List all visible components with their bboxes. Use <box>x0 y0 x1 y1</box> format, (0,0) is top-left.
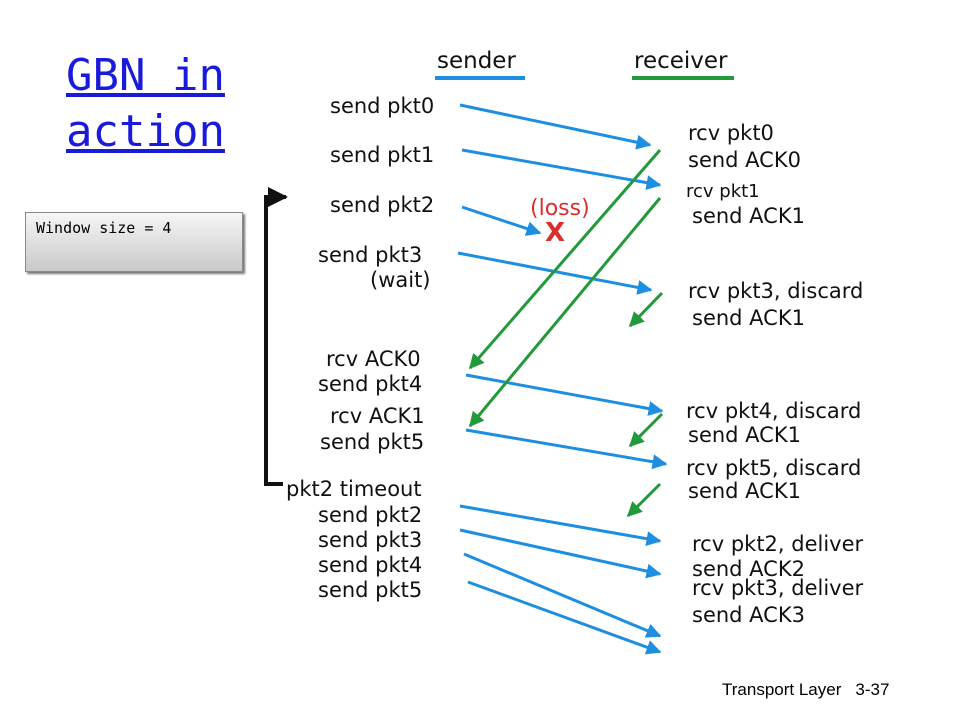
sender-rcv-ack0: rcv ACK0 <box>326 347 421 371</box>
receiver-send-ack1-c: send ACK1 <box>688 423 801 447</box>
pkt5-resend-arrow <box>467 580 662 655</box>
receiver-rcv-pkt1: rcv pkt1 <box>686 181 760 202</box>
sender-pkt2-timeout: pkt2 timeout <box>286 477 422 501</box>
loss-x-mark: X <box>545 218 565 248</box>
ack1-dup-arrow-2 <box>628 412 664 448</box>
sender-resend-pkt5: send pkt5 <box>318 578 422 602</box>
receiver-rcv-pkt0: rcv pkt0 <box>688 121 774 145</box>
sender-send-pkt5: send pkt5 <box>320 430 424 454</box>
receiver-rcv-pkt5-discard: rcv pkt5, discard <box>686 456 861 480</box>
receiver-send-ack1-d: send ACK1 <box>688 479 801 503</box>
receiver-rcv-pkt3-deliver: rcv pkt3, deliver <box>692 576 864 600</box>
sender-resend-pkt2: send pkt2 <box>318 503 422 527</box>
receiver-send-ack2: send ACK2 <box>692 557 805 581</box>
sender-send-pkt0: send pkt0 <box>330 94 434 118</box>
receiver-rcv-pkt3-discard: rcv pkt3, discard <box>688 279 863 303</box>
sender-send-pkt4: send pkt4 <box>318 372 422 396</box>
footer-topic: Transport Layer <box>722 680 842 699</box>
pkt2-resend-arrow <box>459 504 662 547</box>
sender-send-pkt2: send pkt2 <box>330 193 434 217</box>
ack1-arrow <box>468 197 662 428</box>
pkt1-arrow <box>461 148 662 191</box>
sender-resend-pkt4: send pkt4 <box>318 553 422 577</box>
receiver-send-ack3: send ACK3 <box>692 603 805 627</box>
sender-resend-pkt3: send pkt3 <box>318 528 422 552</box>
ack0-arrow <box>468 149 662 370</box>
pkt2-lost-arrow <box>461 205 542 236</box>
receiver-send-ack1-a: send ACK1 <box>692 204 805 228</box>
pkt5-arrow <box>465 428 668 470</box>
pkt4-arrow <box>465 373 664 416</box>
pkt0-arrow <box>459 103 652 150</box>
sender-wait: (wait) <box>370 268 431 292</box>
window-size-note: Window size = 4 <box>25 212 243 272</box>
sender-send-pkt3: send pkt3 <box>318 243 422 267</box>
ack1-dup-arrow-3 <box>626 482 662 518</box>
sender-header: sender <box>437 48 516 74</box>
receiver-rcv-pkt4-discard: rcv pkt4, discard <box>686 399 861 423</box>
receiver-send-ack1-b: send ACK1 <box>692 306 805 330</box>
slide-title: GBN in action <box>66 50 225 157</box>
receiver-rcv-pkt2-deliver: rcv pkt2, deliver <box>692 532 864 556</box>
footer-page-number: 3-37 <box>855 680 890 699</box>
footer: Transport Layer 3-37 <box>722 680 889 700</box>
receiver-send-ack0: send ACK0 <box>688 148 801 172</box>
ack1-dup-arrow-1 <box>628 291 664 328</box>
receiver-header: receiver <box>634 48 728 74</box>
loss-label: (loss) <box>530 196 590 221</box>
pkt3-resend-arrow <box>459 528 662 579</box>
pkt4-resend-arrow <box>463 552 662 638</box>
timeout-bracket <box>264 187 288 486</box>
sender-rcv-ack1: rcv ACK1 <box>330 404 425 428</box>
sender-send-pkt1: send pkt1 <box>330 143 434 167</box>
